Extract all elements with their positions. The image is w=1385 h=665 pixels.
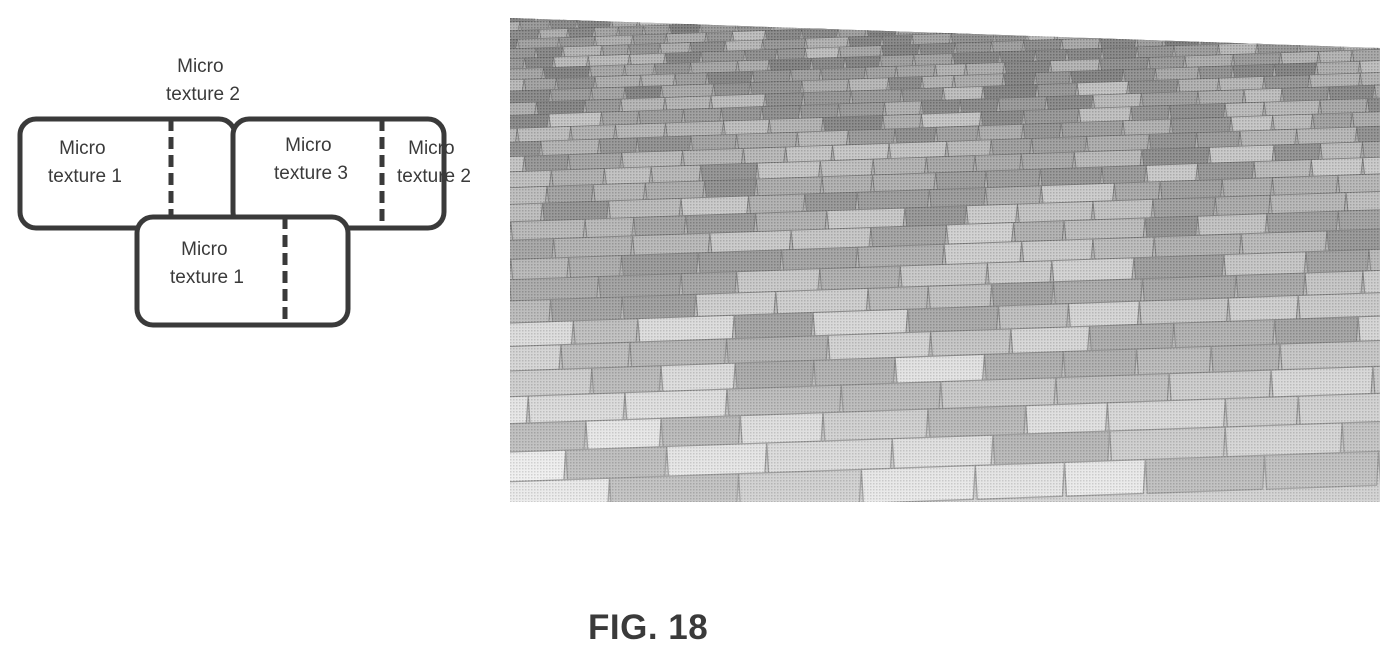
shingle [1267,30,1304,44]
shingle [967,18,1002,25]
shingle [1378,26,1380,40]
tile-bottom-label-line-2: texture 1 [170,267,244,288]
shingle [1092,26,1133,40]
shingle [963,22,993,35]
svg-text:Micro texture 3: Micro texture 3 [274,135,348,184]
shingle [991,21,1022,34]
shingle [1001,18,1032,24]
micro-texture-tile-diagram: Micro texture 1 Micro texture 3 Micro te… [17,56,471,328]
callout-right: Micro texture 2 [397,138,471,187]
roof-shading [510,18,1380,502]
shingle [1156,18,1198,28]
shingle [1206,22,1245,36]
svg-text:Micro texture 1: Micro texture 1 [48,138,122,187]
shingle [1256,18,1290,24]
roof-shingle-texture-image [510,18,1380,502]
callout-right-line-2: texture 2 [397,166,471,187]
shingle [1276,20,1314,33]
shingle [1196,18,1224,26]
shingle [1125,18,1158,29]
shingle [805,18,833,22]
tile-right-label-line-1: Micro [285,135,331,156]
shingle [777,18,807,23]
shingle [590,18,627,21]
figure-label: FIG. 18 [588,608,709,647]
callout-top-line-1: Micro [177,56,223,77]
shingle [1051,18,1088,31]
tile-left-label-line-1: Micro [59,138,105,159]
shingle [1319,18,1347,22]
shingle [1069,18,1102,21]
shingle [1243,21,1277,35]
shingle [1020,20,1053,33]
shingle [1223,18,1258,25]
shingle [845,18,876,29]
shingle [1031,18,1071,23]
shingle [1378,18,1380,20]
svg-text:Micro texture 1: Micro texture 1 [170,239,244,288]
callout-top: Micro texture 2 [166,56,240,105]
shingle [1312,19,1347,32]
shingle [913,18,940,27]
shingle [745,18,779,24]
shingle [810,18,846,31]
shingle [865,18,894,20]
tile-left: Micro texture 1 [17,116,238,231]
shingle [1348,27,1380,41]
shingle [1345,18,1379,21]
shingle [1131,25,1169,39]
shingle [875,18,915,28]
shingle [1086,18,1127,30]
shingle [1288,18,1320,23]
tile-left-label-line-2: texture 1 [48,166,122,187]
shingle [938,18,969,26]
shingle [1303,28,1350,43]
shingle [1345,18,1380,31]
shingle [831,18,866,21]
tile-bottom-label-line-1: Micro [181,239,227,260]
tile-bottom-outline [134,214,351,328]
callout-right-line-1: Micro [408,138,454,159]
tile-right-label-line-2: texture 3 [274,163,348,184]
shingle [625,18,655,20]
shingle [1100,18,1140,20]
shingle [1168,24,1208,37]
shingle [711,18,747,25]
callout-top-line-2: texture 2 [166,84,240,105]
shingle [1238,31,1269,45]
tile-bottom: Micro texture 1 [134,214,351,328]
